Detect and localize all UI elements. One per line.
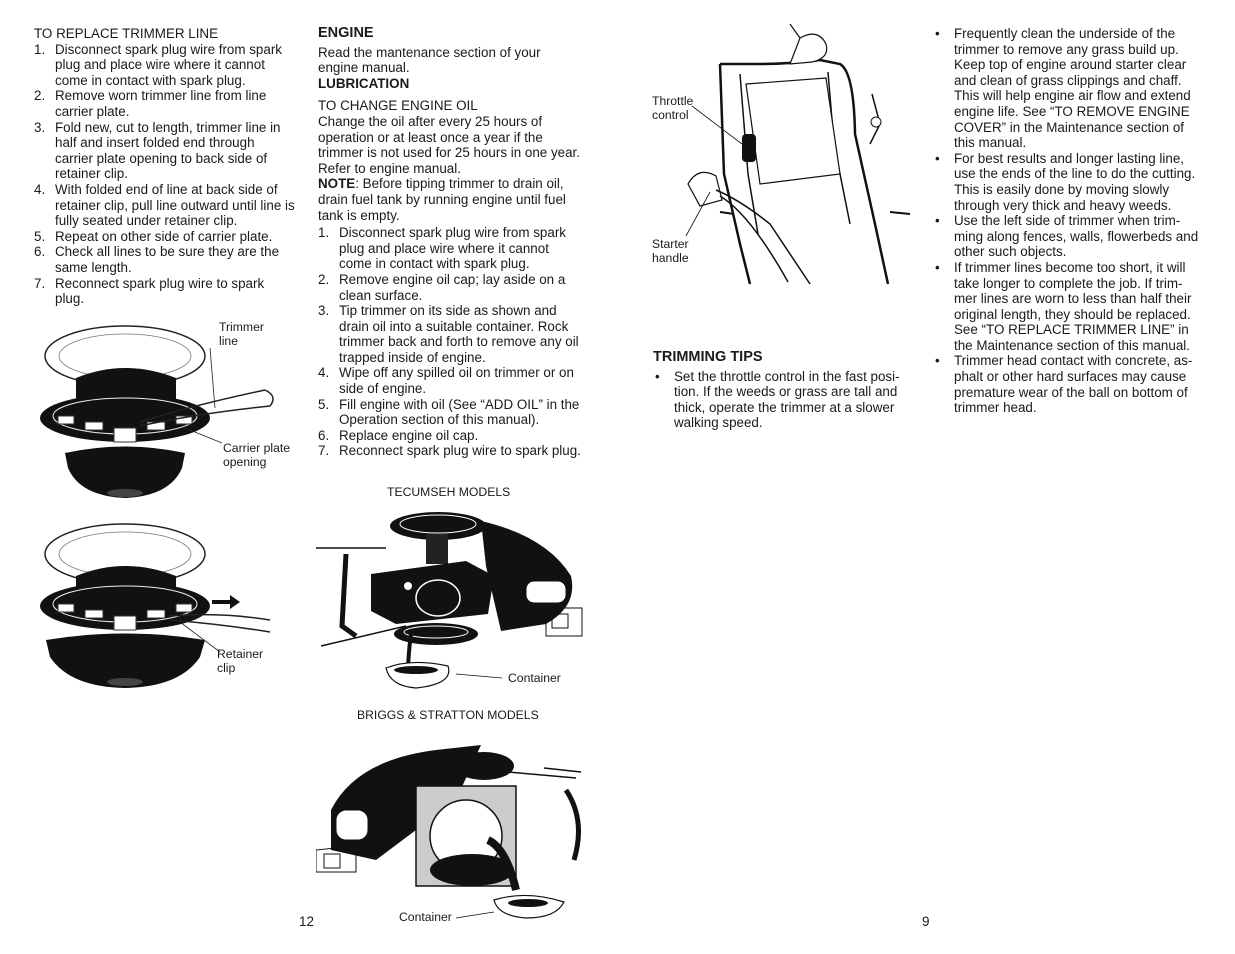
trimmer-head-figure-2	[30, 512, 300, 692]
oil-paragraph: Change the oil after every 25 hours of o…	[318, 113, 580, 176]
col4-tips: •Frequently clean the underside of the t…	[933, 26, 1203, 416]
note-text: : Before tipping trimmer to drain oil, d…	[318, 176, 566, 223]
list-item: 1.Disconnect spark plug wire from spark …	[318, 225, 566, 272]
oil-heading: TO CHANGE ENGINE OIL	[318, 98, 478, 114]
list-item: 2.Remove engine oil cap; lay aside on a …	[318, 271, 566, 303]
col2-steps: 1.Disconnect spark plug wire from spark …	[318, 225, 582, 459]
list-item: 2.Remove worn trimmer line from line car…	[34, 88, 267, 119]
lubrication-heading: LUBRICATION	[318, 75, 410, 91]
list-item: 7.Reconnect spark plug wire to spark plu…	[318, 443, 581, 459]
note-label: NOTE	[318, 176, 356, 192]
trimmer-line-label: Trimmer line	[219, 320, 264, 348]
list-item: 6.Check all lines to be sure they are th…	[34, 244, 280, 275]
list-item: 4.Wipe off any spilled oil on trimmer or…	[318, 365, 574, 397]
tecumseh-container-label: Container	[508, 671, 561, 685]
col2-text: ENGINE Read the mantenance section of yo…	[318, 25, 582, 459]
engine-intro: Read the mantenance section of your engi…	[318, 44, 541, 76]
page-number-left: 12	[299, 914, 315, 929]
briggs-caption: BRIGGS & STRATTON MODELS	[357, 708, 539, 722]
trimmer-head-figure-1	[30, 318, 300, 503]
col1-steps: 1.Disconnect spark plug wire from spark …	[34, 42, 296, 307]
list-item: 7.Reconnect spark plug wire to spark plu…	[34, 275, 265, 307]
carrier-plate-label: Carrier plate opening	[223, 441, 291, 469]
page-number-right: 9	[922, 914, 930, 929]
col1-text: TO REPLACE TRIMMER LINE 1.Disconnect spa…	[34, 26, 296, 307]
starter-handle-label: Starter handle	[652, 237, 689, 265]
col4-text: •Frequently clean the underside of the t…	[933, 26, 1203, 416]
col3-text: TRIMMING TIPS •Set the throttle control …	[653, 349, 905, 431]
retainer-clip-label: Retainer clip	[217, 647, 264, 675]
trimming-tips-heading: TRIMMING TIPS	[653, 349, 763, 365]
col3-tips: •Set the throttle control in the fast po…	[653, 369, 905, 431]
briggs-engine-figure	[316, 740, 586, 920]
list-item: •If trimmer lines become too short, it w…	[935, 259, 1192, 353]
list-item: •For best results and longer lasting lin…	[935, 150, 1196, 213]
col1-heading: TO REPLACE TRIMMER LINE	[34, 26, 219, 41]
tecumseh-engine-figure	[316, 506, 586, 691]
list-item: 3.Fold new, cut to length, trimmer line …	[34, 119, 281, 182]
list-item: •Use the left side of trimmer when trim-…	[935, 213, 1199, 260]
list-item: 5.Repeat on other side of carrier plate.	[34, 228, 273, 244]
briggs-container-label: Container	[399, 910, 452, 924]
throttle-control-label: Throttle control	[652, 94, 694, 122]
trimmer-handle-figure	[640, 24, 920, 292]
note-paragraph: NOTE: Before tipping trimmer to drain oi…	[318, 176, 582, 223]
list-item: •Frequently clean the underside of the t…	[935, 26, 1191, 151]
list-item: 6.Replace engine oil cap.	[318, 427, 479, 443]
list-item: 3.Tip trimmer on its side as shown and d…	[318, 303, 579, 365]
list-item: 1.Disconnect spark plug wire from spark …	[34, 41, 282, 88]
list-item: 5.Fill engine with oil (See “ADD OIL” in…	[318, 396, 580, 428]
engine-heading: ENGINE	[318, 25, 374, 41]
tecumseh-caption: TECUMSEH MODELS	[387, 485, 511, 499]
list-item: •Trimmer head contact with concrete, as-…	[935, 353, 1193, 416]
list-item: 4.With folded end of line at back side o…	[34, 181, 295, 229]
list-item: •Set the throttle control in the fast po…	[655, 368, 900, 431]
